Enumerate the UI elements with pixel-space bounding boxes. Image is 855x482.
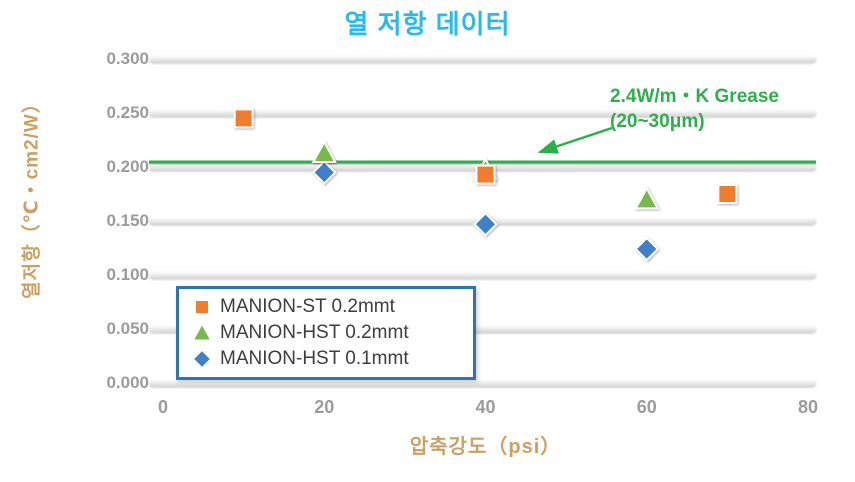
diamond-marker-icon	[191, 348, 213, 370]
annotation-line2: (20~30μm)	[610, 111, 705, 132]
data-point-square	[233, 108, 254, 129]
y-tick-label: 0.050	[106, 319, 149, 338]
legend-item-manion-hst-02: MANION-HST 0.2mmt	[191, 322, 461, 344]
legend-item-manion-st-02: MANION-ST 0.2mmt	[191, 296, 461, 318]
gridline	[149, 379, 816, 387]
y-tick-label: 0.300	[106, 49, 149, 68]
x-tick-label: 40	[475, 397, 496, 417]
data-points-layer	[233, 108, 738, 262]
reference-annotation: 2.4W/m・K Grease (20~30μm)	[610, 84, 779, 134]
legend: MANION-ST 0.2mmt MANION-HST 0.2mmt MANIO…	[176, 286, 476, 380]
gridline	[149, 55, 816, 63]
x-axis-label: 압축강도（psi）	[409, 436, 562, 458]
data-point-triangle	[634, 186, 660, 210]
y-axis-label: 열저항（℃・cm2/W）	[21, 93, 43, 299]
gridline	[149, 109, 816, 117]
annotation-line1: 2.4W/m・K Grease	[610, 86, 779, 107]
data-point-diamond	[473, 211, 498, 237]
legend-item-manion-hst-01: MANION-HST 0.1mmt	[191, 348, 461, 370]
legend-label: MANION-ST 0.2mmt	[220, 296, 395, 317]
x-tick-label: 0	[157, 397, 169, 417]
y-tick-label: 0.150	[106, 211, 149, 230]
legend-label: MANION-HST 0.2mmt	[220, 322, 409, 343]
data-point-square	[475, 164, 496, 185]
data-point-triangle	[311, 139, 337, 163]
square-marker-icon	[191, 296, 213, 318]
y-tick-label: 0.200	[106, 157, 149, 176]
y-tick-label: 0.100	[106, 265, 149, 284]
plot-area: 0.300 0.250 0.200 0.150 0.100 0.050 0.000 0 20 40…	[106, 49, 818, 417]
data-point-diamond	[634, 236, 660, 262]
x-tick-label: 60	[636, 397, 657, 417]
triangle-marker-icon	[191, 322, 213, 344]
y-tick-label: 0.250	[106, 103, 149, 122]
chart-title: 열 저항 데이터	[344, 9, 511, 39]
data-point-diamond	[311, 159, 337, 185]
grease-reference-line	[149, 160, 816, 164]
legend-label: MANION-HST 0.1mmt	[220, 348, 409, 369]
y-tick-label: 0.000	[106, 373, 149, 392]
x-tick-label: 20	[314, 397, 335, 417]
data-point-square	[717, 184, 738, 204]
x-tick-label: 80	[797, 397, 819, 417]
gridline	[149, 325, 816, 333]
gridline	[149, 271, 816, 279]
